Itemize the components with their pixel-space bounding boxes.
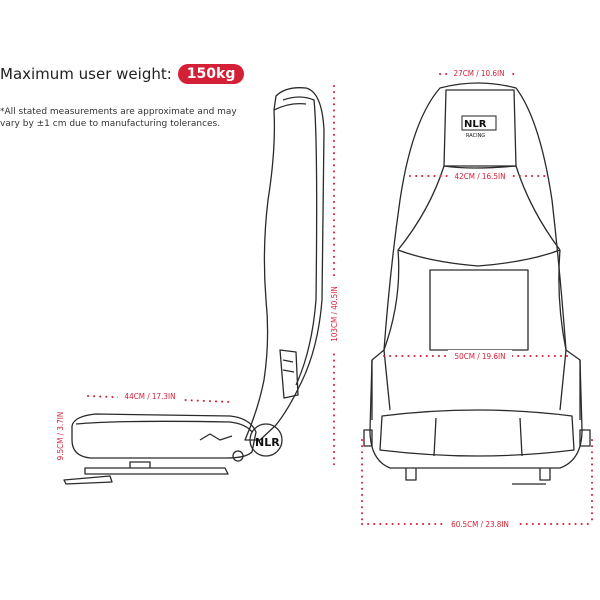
slider-rail [84, 467, 229, 475]
headrest-logo-text: NLR [464, 119, 487, 130]
seat-cushion-front [379, 409, 575, 457]
dim-seat-depth: 44CM / 17.3IN [125, 392, 176, 401]
dim-base-width: 60.5CM / 23.8IN [451, 520, 509, 529]
side-logo: NLR [255, 436, 280, 449]
max-weight: Maximum user weight: 150kg [0, 64, 245, 84]
seat-front-view [363, 82, 591, 485]
tolerance-note: *All stated measurements are approximate… [0, 107, 237, 129]
headrest-logo-sub: RACING [466, 133, 485, 139]
max-weight-badge: 150kg [177, 64, 245, 84]
backrest-side [244, 87, 325, 441]
backrest-front [369, 82, 583, 469]
dim-top-width: 27CM / 10.6IN [454, 69, 505, 78]
dim-total-height: 103CM / 40.5IN [330, 286, 339, 342]
dim-line-seat-depth [87, 395, 233, 403]
dim-back-width: 42CM / 16.5IN [455, 172, 506, 181]
dim-mid-width: 50CM / 19.6IN [455, 352, 506, 361]
seat-cushion-side [71, 413, 257, 459]
headrest-logo: NLR RACING [461, 115, 497, 139]
recline-bracket [279, 349, 299, 399]
dim-seat-thickness: 9.5CM / 3.7IN [56, 412, 65, 461]
max-weight-label: Maximum user weight: [0, 65, 172, 83]
seat-side-view [63, 87, 325, 485]
